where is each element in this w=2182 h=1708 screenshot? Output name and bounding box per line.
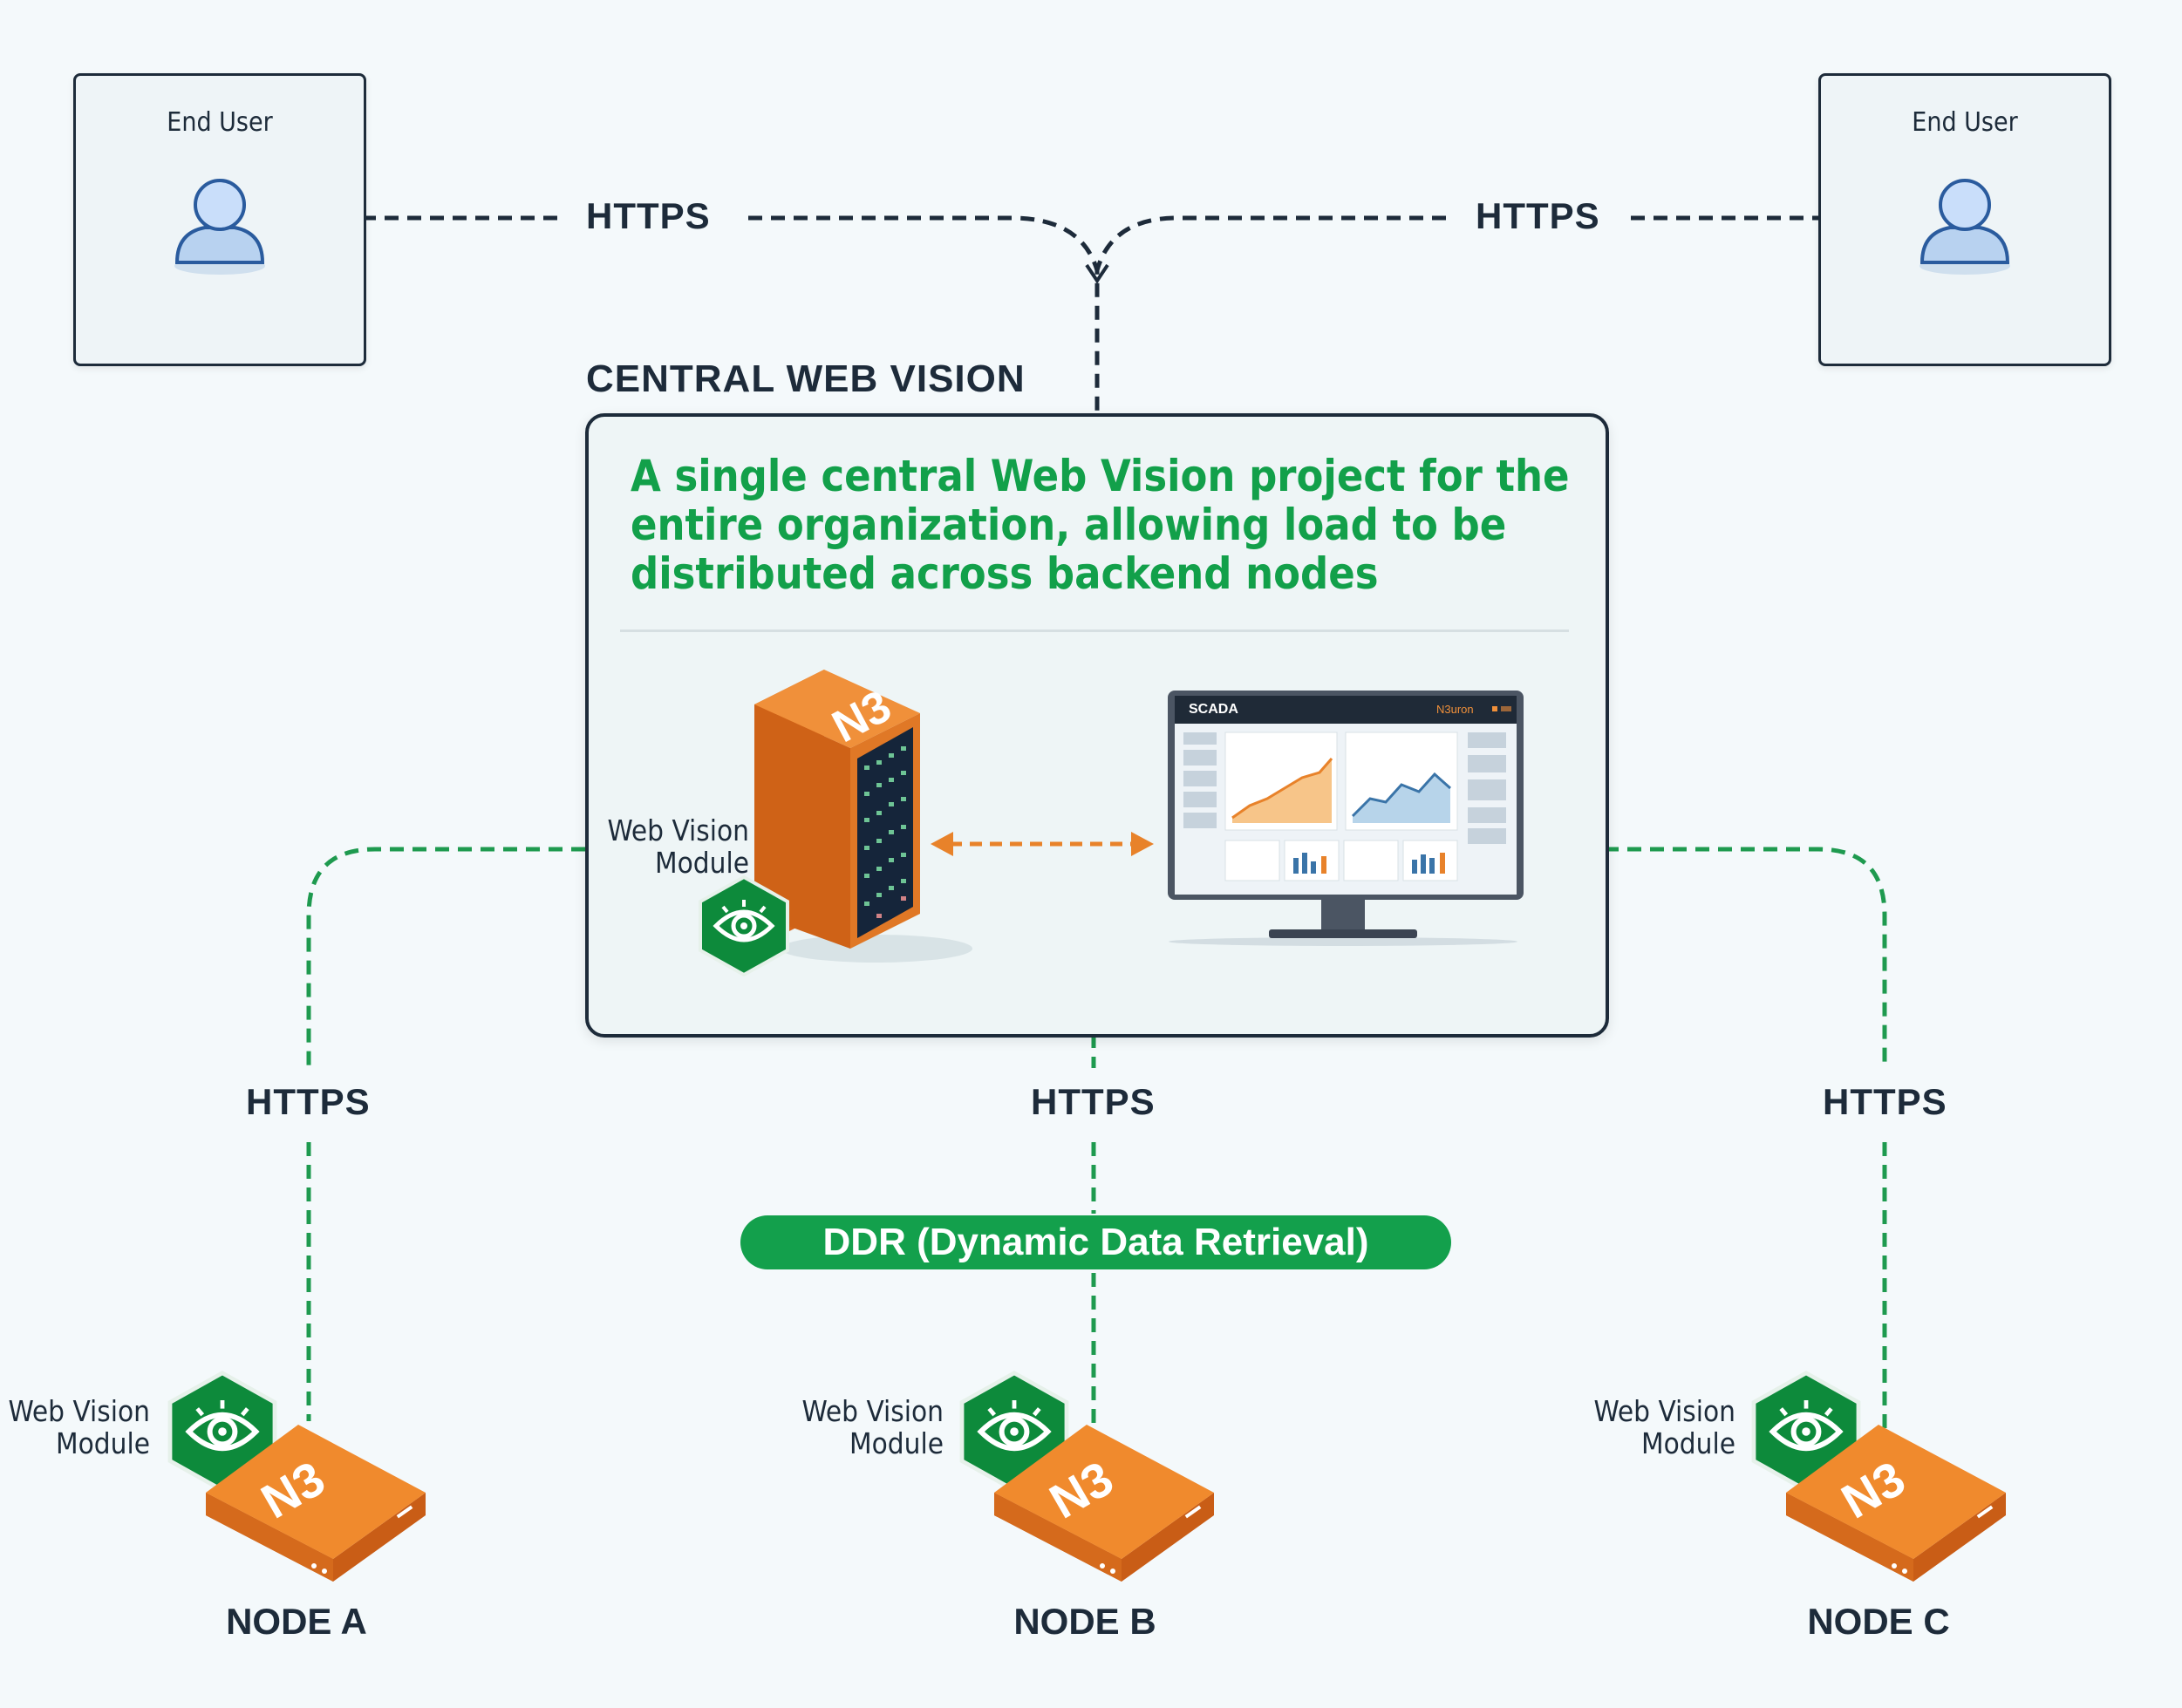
https-label-top-left: HTTPS bbox=[586, 195, 711, 236]
divider bbox=[620, 629, 1569, 632]
device-icon bbox=[206, 1425, 426, 1582]
module-label-line1: Web Vision bbox=[8, 1394, 150, 1428]
device-icon bbox=[994, 1425, 1214, 1582]
module-label-line1: Web Vision bbox=[1593, 1394, 1735, 1428]
server-icon bbox=[754, 670, 972, 963]
https-label-node-a: HTTPS bbox=[246, 1081, 371, 1122]
module-label-line1: Web Vision bbox=[801, 1394, 944, 1428]
monitor-brand: N3uron bbox=[1436, 703, 1474, 716]
module-label-line2: Module bbox=[655, 846, 749, 880]
end-user-box-left: End User bbox=[73, 73, 366, 366]
web-vision-module-label: Web Vision Module bbox=[1544, 1395, 1735, 1460]
central-description: A single central Web Vision project for … bbox=[631, 451, 1570, 599]
merge-arrow bbox=[1085, 263, 1109, 284]
module-label-line2: Module bbox=[56, 1426, 150, 1460]
user-icon bbox=[174, 179, 265, 275]
web-vision-module-label: Web Vision Module bbox=[752, 1395, 944, 1460]
https-label-top-right: HTTPS bbox=[1476, 195, 1600, 236]
end-user-box-right: End User bbox=[1818, 73, 2111, 366]
web-vision-module-label: Web Vision Module bbox=[557, 814, 749, 879]
connector-node-a-top bbox=[306, 847, 585, 1068]
web-vision-module-label: Web Vision Module bbox=[0, 1395, 150, 1460]
node-c-label: NODE C bbox=[1807, 1601, 1950, 1642]
node-b-label: NODE B bbox=[1013, 1601, 1156, 1642]
module-label-line2: Module bbox=[849, 1426, 944, 1460]
central-title: CENTRAL WEB VISION bbox=[586, 357, 1026, 400]
end-user-label: End User bbox=[167, 107, 273, 138]
monitor-icon bbox=[1168, 691, 1524, 946]
connector-node-c-top bbox=[1605, 847, 1887, 1068]
monitor-title: SCADA bbox=[1189, 702, 1238, 717]
connector-user-right-to-center bbox=[1094, 215, 1446, 413]
module-label-line2: Module bbox=[1641, 1426, 1735, 1460]
bidirectional-arrow-icon bbox=[931, 832, 1154, 856]
connector-user-left-to-center bbox=[748, 215, 1100, 271]
user-icon bbox=[1919, 179, 2010, 275]
ddr-banner: DDR (Dynamic Data Retrieval) bbox=[740, 1215, 1451, 1269]
module-label-line1: Web Vision bbox=[607, 813, 749, 847]
eye-icon bbox=[699, 874, 789, 977]
https-label-node-c: HTTPS bbox=[1823, 1081, 1947, 1122]
end-user-label: End User bbox=[1912, 107, 2018, 138]
https-label-node-b: HTTPS bbox=[1031, 1081, 1156, 1122]
central-web-vision-box: A single central Web Vision project for … bbox=[585, 413, 1609, 1038]
node-a-label: NODE A bbox=[226, 1601, 367, 1642]
device-icon bbox=[1786, 1425, 2006, 1582]
